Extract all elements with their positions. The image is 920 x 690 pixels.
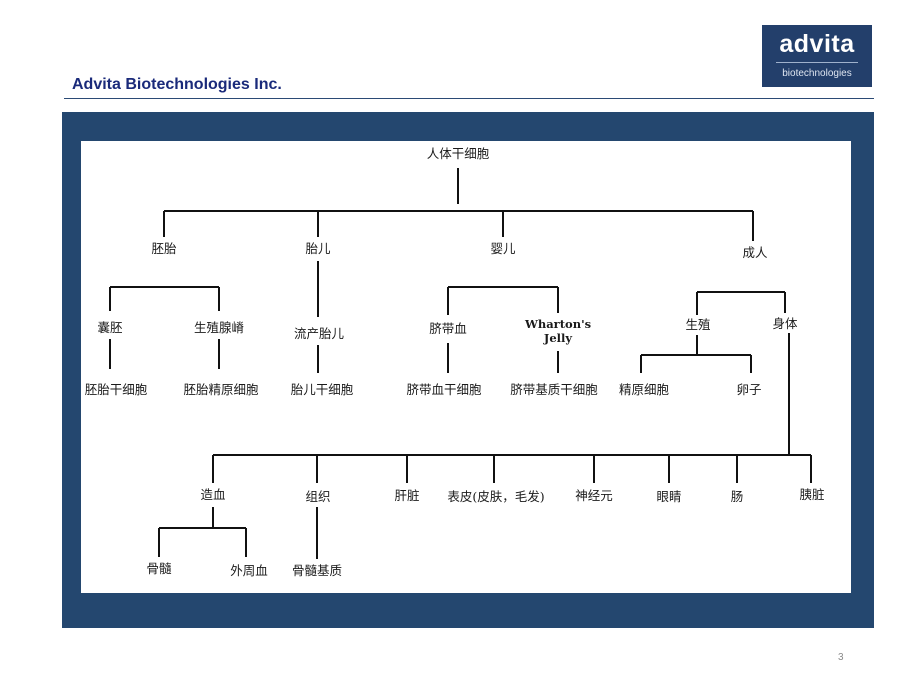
node-aborted-fetus: 流产胎儿 bbox=[293, 326, 345, 341]
logo-wordmark: advita bbox=[779, 30, 855, 58]
node-liver: 肝脏 bbox=[394, 488, 420, 503]
advita-logo: advita biotechnologies bbox=[762, 25, 872, 87]
node-cord-blood-stem-cells: 脐带血干细胞 bbox=[406, 382, 482, 397]
node-fetus: 胎儿 bbox=[305, 241, 331, 256]
node-fetal-stem-cells: 胎儿干细胞 bbox=[290, 382, 354, 397]
node-peripheral-blood: 外周血 bbox=[230, 563, 268, 578]
node-infant: 婴儿 bbox=[490, 241, 516, 256]
node-epidermis: 表皮(皮肤，毛发) bbox=[447, 489, 545, 504]
node-cord-blood: 脐带血 bbox=[429, 321, 467, 336]
node-whartons-jelly: Wharton's Jelly bbox=[524, 317, 592, 345]
logo-subtitle: biotechnologies bbox=[782, 68, 852, 79]
node-bone-marrow: 骨髓 bbox=[146, 561, 172, 576]
node-blastocyst: 囊胚 bbox=[97, 320, 123, 335]
node-embryo: 胚胎 bbox=[151, 241, 177, 256]
node-body: 身体 bbox=[772, 316, 798, 331]
node-adult: 成人 bbox=[742, 245, 768, 260]
tree-connectors bbox=[109, 168, 812, 559]
node-genital-ridge: 生殖腺嵴 bbox=[193, 320, 245, 335]
node-hematopoiesis: 造血 bbox=[200, 487, 226, 502]
stem-cell-tree-diagram: 人体干细胞 胚胎 胎儿 婴儿 成人 囊胚 生殖腺嵴 流产胎儿 脐带血 Whart… bbox=[81, 141, 851, 593]
node-embryonic-stem-cells: 胚胎干细胞 bbox=[84, 382, 148, 397]
node-eye: 眼睛 bbox=[656, 489, 682, 504]
node-oocyte: 卵子 bbox=[736, 382, 762, 397]
node-human-stem-cells: 人体干细胞 bbox=[426, 146, 490, 161]
page-number: 3 bbox=[838, 652, 844, 663]
node-pancreas: 胰脏 bbox=[799, 487, 825, 502]
node-embryonic-germ-cells: 胚胎精原细胞 bbox=[183, 382, 259, 397]
node-cord-matrix-stem-cells: 脐带基质干细胞 bbox=[510, 382, 598, 397]
node-tissue: 组织 bbox=[305, 489, 331, 504]
header-divider bbox=[64, 98, 874, 99]
company-title: Advita Biotechnologies Inc. bbox=[72, 76, 282, 93]
node-neuron: 神经元 bbox=[575, 488, 613, 503]
node-spermatogonia: 精原细胞 bbox=[618, 382, 670, 397]
node-reproductive: 生殖 bbox=[685, 317, 711, 332]
logo-divider bbox=[776, 62, 858, 63]
node-intestine: 肠 bbox=[730, 489, 744, 504]
node-marrow-stroma: 骨髓基质 bbox=[291, 563, 343, 578]
